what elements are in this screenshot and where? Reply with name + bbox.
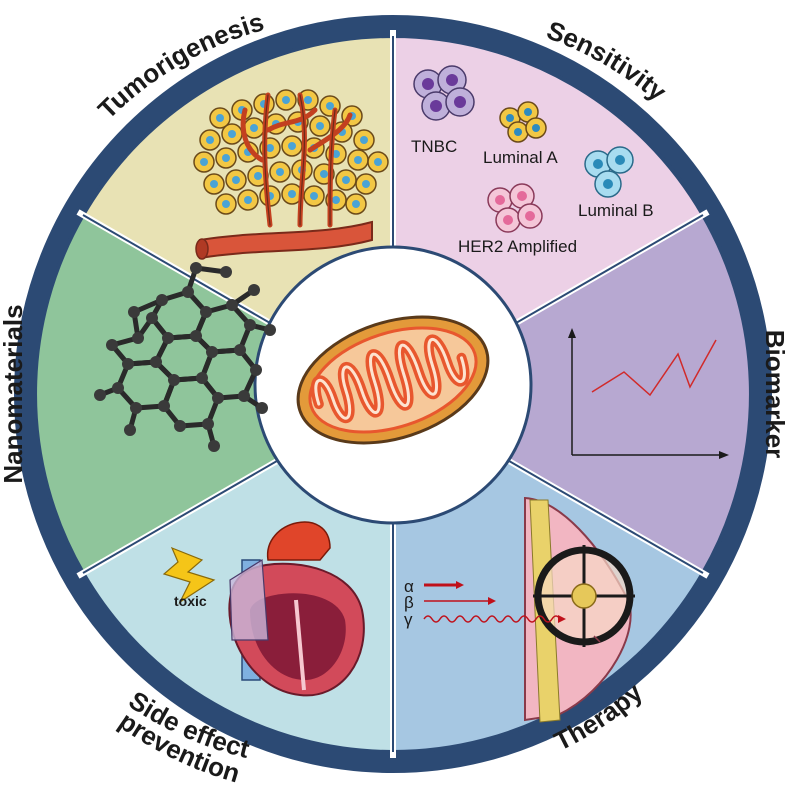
- label-gamma: γ: [404, 610, 413, 629]
- label-tnbc: TNBC: [411, 137, 457, 156]
- radiation-arrows: [423, 581, 566, 623]
- tnbc-cells-icon: [413, 65, 475, 121]
- label-nanomaterials: Nanomaterials: [0, 304, 28, 483]
- label-beta: β: [404, 593, 414, 612]
- label-luminal-a: Luminal A: [483, 148, 558, 167]
- label-alpha: α: [404, 577, 414, 596]
- luminal-b-cells-icon: [584, 146, 634, 198]
- tumor-illustration: [193, 89, 389, 260]
- label-biomarker: Biomarker: [760, 330, 787, 459]
- heart-icon: [228, 521, 365, 697]
- label-luminal-b: Luminal B: [578, 201, 654, 220]
- cell-clusters: TNBC Luminal A Luminal B HER2 Amplified: [411, 65, 654, 256]
- label-toxic: toxic: [174, 593, 207, 609]
- biomarker-chart-icon: [568, 328, 729, 459]
- label-her2: HER2 Amplified: [458, 237, 577, 256]
- her2-cells-icon: [487, 183, 543, 233]
- luminal-a-cells-icon: [499, 101, 547, 143]
- fullerene-icon: [94, 262, 276, 452]
- mitochondrion-icon: [296, 315, 490, 445]
- lightning-icon: [162, 546, 216, 604]
